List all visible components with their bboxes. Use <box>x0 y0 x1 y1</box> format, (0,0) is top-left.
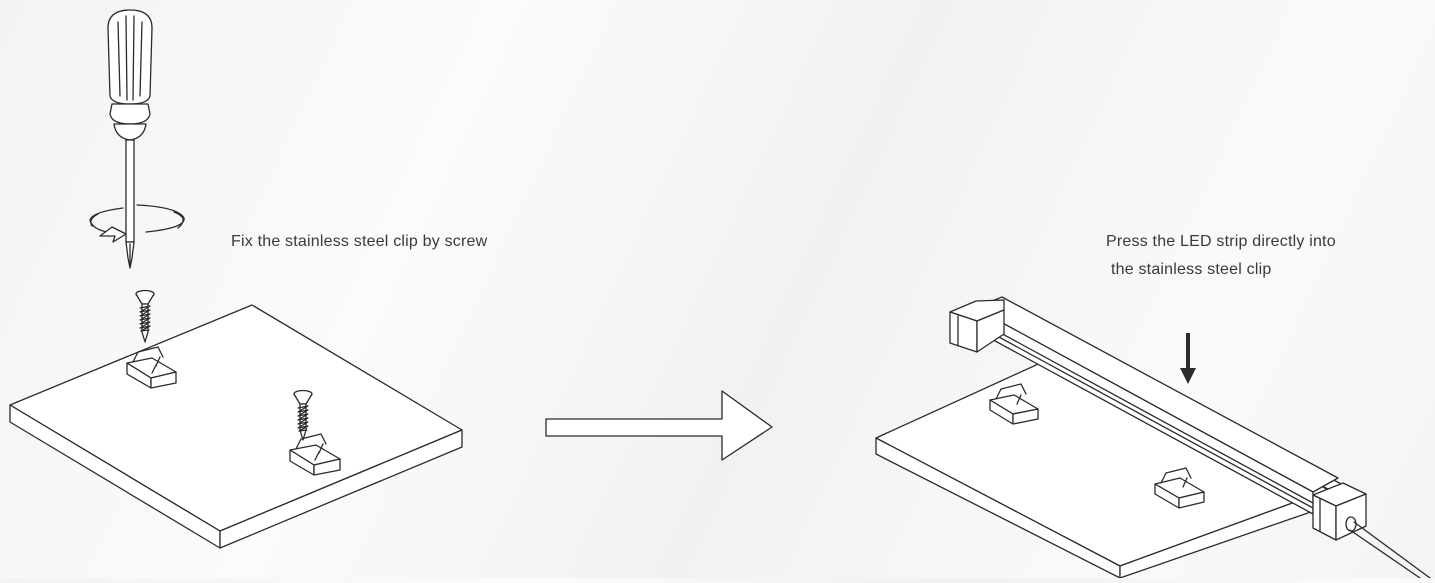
step2-caption-line1: Press the LED strip directly into <box>1106 233 1336 250</box>
step1-caption: Fix the stainless steel clip by screw <box>231 228 487 256</box>
down-arrow-icon <box>1180 333 1196 384</box>
process-arrow-icon <box>546 391 772 460</box>
step1-panel <box>10 10 462 548</box>
step2-caption-line2: the stainless steel clip <box>1106 256 1336 284</box>
rotation-arrow-icon <box>90 205 184 242</box>
screw-icon <box>136 291 154 343</box>
step2-panel <box>876 297 1430 578</box>
step2-caption: Press the LED strip directly into the st… <box>1106 228 1336 284</box>
mounting-board-left <box>10 305 462 548</box>
